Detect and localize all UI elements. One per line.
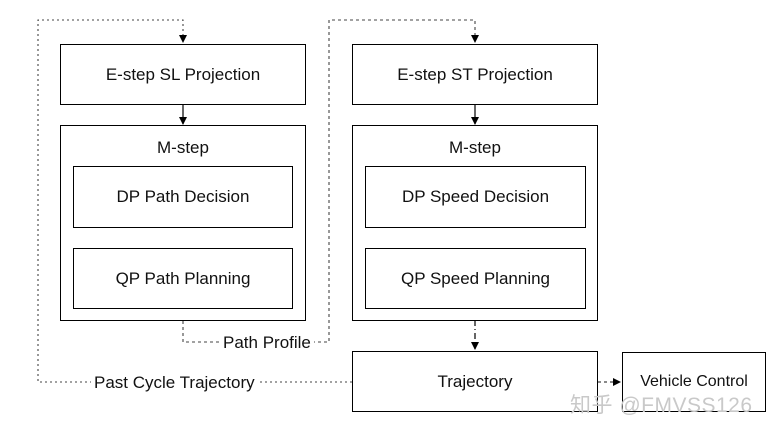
dp-path-decision-label: DP Path Decision xyxy=(116,187,250,206)
dp-speed-decision-label: DP Speed Decision xyxy=(401,187,550,206)
mstep-speed-title: M-step xyxy=(449,138,501,157)
dp-speed-decision-box: DP Speed Decision xyxy=(365,166,586,228)
past-cycle-trajectory-label: Past Cycle Trajectory xyxy=(91,373,258,393)
estep-sl-projection-label: E-step SL Projection xyxy=(105,64,261,84)
mstep-path-title: M-step xyxy=(157,138,209,157)
qp-speed-planning-label: QP Speed Planning xyxy=(400,268,551,288)
estep-sl-projection-box: E-step SL Projection xyxy=(60,44,306,105)
trajectory-label: Trajectory xyxy=(437,371,513,391)
path-profile-label: Path Profile xyxy=(220,333,314,353)
estep-st-projection-label: E-step ST Projection xyxy=(397,64,553,84)
trajectory-box: Trajectory xyxy=(352,351,598,412)
qp-path-planning-label: QP Path Planning xyxy=(115,268,251,288)
estep-st-projection-box: E-step ST Projection xyxy=(352,44,598,105)
vehicle-control-box: Vehicle Control xyxy=(622,352,766,412)
past-cycle-connector xyxy=(37,19,352,383)
qp-speed-planning-box: QP Speed Planning xyxy=(365,248,586,309)
vehicle-control-label: Vehicle Control xyxy=(640,373,748,390)
qp-path-planning-box: QP Path Planning xyxy=(73,248,293,309)
dp-path-decision-box: DP Path Decision xyxy=(73,166,293,228)
path-profile-connector xyxy=(182,19,479,343)
watermark-text: 知乎 @FMVSS126 xyxy=(570,394,753,417)
